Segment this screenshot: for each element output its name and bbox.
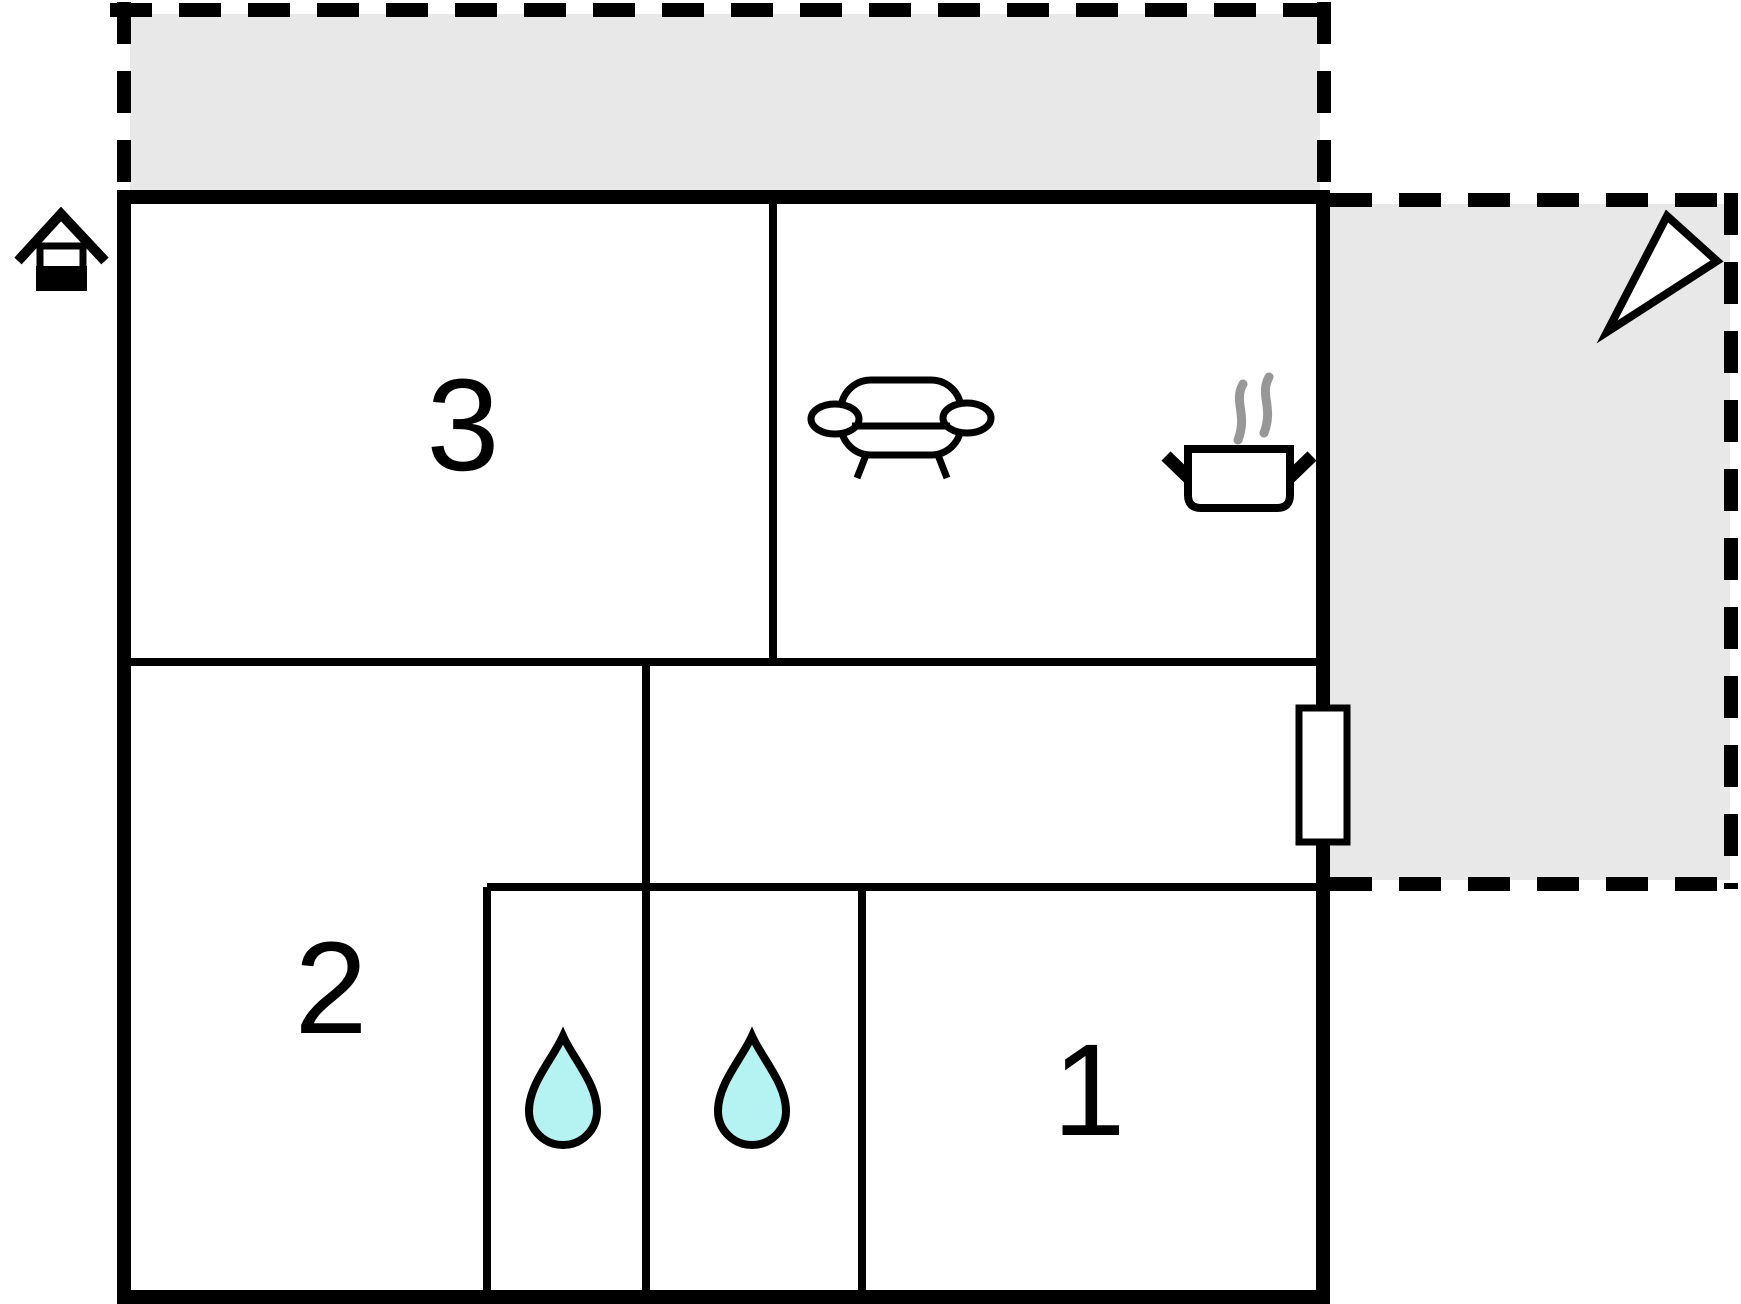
water-drop-icon — [524, 1026, 602, 1149]
house-roof — [14, 206, 109, 265]
north-arrow-icon — [1596, 209, 1724, 344]
room-2-label: 2 — [295, 914, 368, 1061]
terrace-top-fill — [130, 14, 1320, 192]
steam-left — [1233, 379, 1248, 445]
steam-right — [1259, 372, 1274, 438]
room-3-label: 3 — [427, 351, 500, 498]
room-1-label: 1 — [1053, 1016, 1126, 1163]
water-drop-icon — [713, 1026, 791, 1149]
terrace-right-fill — [1330, 204, 1730, 880]
window-marker — [1295, 704, 1351, 846]
interior-walls — [124, 197, 1323, 1297]
cooking-pot-icon — [1161, 372, 1317, 512]
pot-body — [1184, 445, 1294, 512]
terrace-right — [1330, 193, 1741, 891]
sofa-icon — [807, 376, 995, 480]
sofa-armrest-left — [807, 400, 863, 438]
house-body-base — [36, 266, 87, 291]
house-entrance-icon — [14, 206, 109, 291]
water-drops — [524, 1026, 791, 1149]
sofa-armrest-right — [939, 399, 995, 437]
terrace-top — [110, 2, 1331, 192]
